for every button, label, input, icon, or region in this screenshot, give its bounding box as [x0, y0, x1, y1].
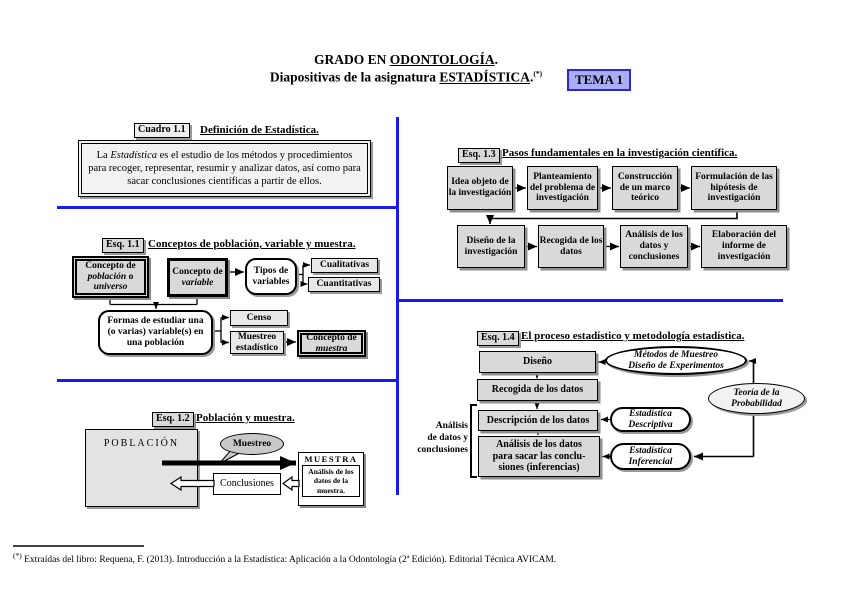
footnote-body: Extraídas del libro: Requena, F. (2013).…	[21, 555, 557, 566]
analisis-l1: Análisis de los datos	[496, 439, 582, 451]
esq13-step-planteamiento: Planteamiento del problema de investigac…	[527, 166, 598, 210]
esq14-ellipse-descriptiva: Estadística Descriptiva	[610, 407, 691, 432]
teoria-l1: Teoría de la	[733, 387, 780, 398]
esq11-box-formas: Formas de estudiar una (o varias) variab…	[98, 310, 213, 355]
tema-badge: TEMA 1	[567, 69, 631, 91]
esq14-box-descripcion: Descripción de los datos	[478, 410, 598, 431]
esq11-box-concepto-poblacion: Concepto de población o universo	[72, 256, 149, 298]
footnote-marker: (*)	[13, 551, 22, 560]
esq11-box-muestreo-estadistico: Muestreo estadístico	[230, 331, 284, 354]
esq13-step-diseno: Diseño de la investigación	[457, 225, 525, 268]
esq12-conclusiones-box: Conclusiones	[213, 473, 281, 495]
esq12-muestra-box: MUESTRA Análisis de los datos de la mues…	[298, 452, 364, 506]
esq13-step-recogida: Recogida de los datos	[538, 225, 604, 268]
esq14-box-diseno: Diseño	[479, 351, 596, 373]
esq14-box-analisis: Análisis de los datos para sacar las con…	[478, 436, 600, 477]
esq14-heading: El proceso estadístico y metodología est…	[521, 330, 745, 342]
side-l2: de datos y	[427, 432, 468, 443]
page-title-line2: Diapositivas de la asignatura ESTADÍSTIC…	[150, 69, 662, 86]
divider-left-bottom	[57, 379, 397, 382]
variable-l1: Concepto de	[172, 266, 223, 277]
esq13-step-formulacion: Formulación de las hipótesis de investig…	[691, 166, 777, 210]
cuadro11-heading: Definición de Estadística.	[200, 124, 319, 136]
cuadro11-definition-text: La Estadística es el estudio de los méto…	[81, 143, 368, 194]
analisis-l3: siones (inferencias)	[498, 462, 580, 474]
divider-right	[397, 299, 783, 302]
esq12-muestreo-bubble: Muestreo	[220, 433, 284, 455]
hollow-arrow-muestra-to-conclusiones	[281, 475, 300, 492]
title1-prefix: GRADO EN	[314, 52, 390, 67]
esq11-box-cualitativas: Cualitativas	[311, 258, 378, 273]
descriptiva-l1: Estadística	[629, 408, 672, 419]
esq14-side-label: Análisis de datos y conclusiones	[404, 421, 468, 457]
esq12-poblacion-box: POBLACIÓN	[85, 429, 198, 507]
esq11-box-censo: Censo	[230, 310, 288, 326]
esq11-box-tipos-variables: Tipos de variables	[245, 258, 297, 295]
esq14-ellipse-metodos: Métodos de Muestreo Diseño de Experiment…	[605, 346, 747, 375]
esq14-label: Esq. 1.4	[477, 331, 519, 346]
esq11-box-cuantitativas: Cuantitativas	[308, 277, 380, 292]
esq11-box-concepto-variable: Concepto de variable	[167, 258, 228, 297]
esq13-label: Esq. 1.3	[458, 148, 500, 163]
title1-underlined: ODONTOLOGÍA	[389, 52, 495, 67]
esq13-step-idea: Idea objeto de la investigación	[447, 166, 513, 210]
esq12-heading: Población y muestra.	[196, 412, 295, 424]
metodos-l1: Métodos de Muestreo	[634, 349, 718, 360]
muestra-sub-box: Análisis de los datos de la muestra.	[302, 465, 360, 498]
muestra-title: MUESTRA	[304, 454, 358, 464]
poblacion-italic1: población	[87, 271, 127, 282]
def-part2: es el estudio de los métodos y procedimi…	[88, 149, 361, 188]
elbow-row1-to-row2	[486, 210, 738, 224]
divider-left-top	[57, 206, 397, 209]
esq12-label: Esq. 1.2	[152, 412, 194, 427]
esq11-heading: Conceptos de población, variable y muest…	[148, 238, 356, 250]
title2-prefix: Diapositivas de la asignatura	[269, 69, 440, 85]
side-l1: Análisis	[435, 421, 468, 431]
muestra-l1: Concepto de	[306, 332, 357, 343]
inferencial-l1: Estadística	[629, 445, 672, 456]
esq14-ellipse-inferencial: Estadística Inferencial	[610, 443, 691, 470]
esq13-heading: Pasos fundamentales en la investigación …	[502, 147, 738, 159]
title2-suffix: .	[529, 69, 534, 85]
def-part1: La	[96, 149, 111, 161]
esq13-step-construccion: Construcción de un marco teórico	[612, 166, 678, 210]
footnote-rule	[13, 545, 144, 547]
title2-footnote-marker: (*)	[533, 69, 543, 78]
divider-vertical	[396, 117, 399, 495]
esq11-box-concepto-muestra: Concepto de muestra	[297, 330, 366, 357]
poblacion-italic2: universo	[93, 282, 128, 293]
poblacion-l1: Concepto de	[85, 260, 136, 271]
page-title-line1: GRADO EN ODONTOLOGÍA.	[150, 52, 662, 68]
esq11-label: Esq. 1.1	[102, 238, 144, 253]
analisis-l2: para sacar las conclu-	[492, 450, 586, 462]
teoria-l2: Probabilidad	[731, 398, 782, 409]
variable-italic: variable	[181, 277, 214, 288]
metodos-l2: Diseño de Experimentos	[628, 360, 724, 371]
esq14-ellipse-teoria: Teoría de la Probabilidad	[708, 383, 805, 414]
def-italic: Estadística	[110, 149, 157, 161]
cuadro11-definition-box: La Estadística es el estudio de los méto…	[78, 140, 371, 197]
esq13-step-elaboracion: Elaboración del informe de investigación	[701, 225, 787, 268]
inferencial-l2: Inferencial	[628, 456, 673, 467]
poblacion-l2: población o	[88, 272, 134, 283]
descriptiva-l2: Descriptiva	[628, 419, 673, 430]
esq13-step-analisis: Análisis de los datos y conclusiones	[620, 225, 688, 268]
cuadro11-label: Cuadro 1.1	[134, 123, 190, 138]
muestra-italic: muestra	[315, 343, 348, 354]
title2-underlined: ESTADÍSTICA	[439, 69, 530, 85]
title1-suffix: .	[494, 52, 498, 67]
poblacion-mid: o	[126, 271, 134, 282]
esq14-box-recogida: Recogida de los datos	[477, 379, 598, 401]
footnote-text: (*) Extraídas del libro: Requena, F. (20…	[13, 551, 833, 565]
side-l3: conclusiones	[417, 444, 468, 455]
esq14-bracket	[470, 404, 477, 478]
